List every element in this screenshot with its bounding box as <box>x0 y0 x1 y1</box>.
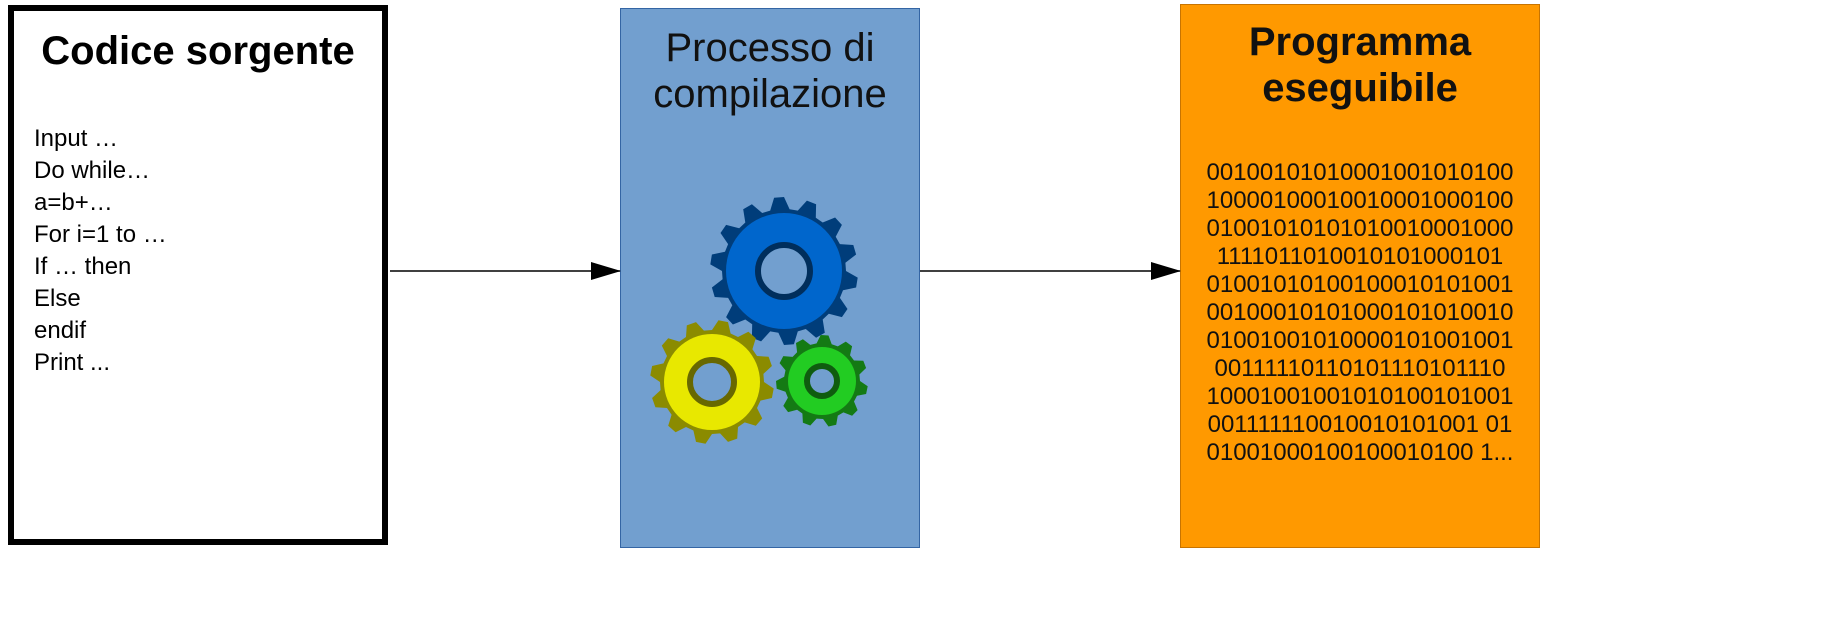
binary-line: 001111110010010101001 01 <box>1207 411 1513 438</box>
code-line: Input … <box>34 125 119 152</box>
blue-gear-icon <box>710 197 858 345</box>
source-code-listing: Input … Do while… a=b+… For i=1 to … If … <box>34 123 167 379</box>
binary-line: 01001010100100010101001 <box>1206 271 1514 298</box>
code-line: For i=1 to … <box>34 221 167 248</box>
yellow-gear-icon <box>650 320 774 444</box>
source-code-box: Codice sorgente Input … Do while… a=b+… … <box>8 5 388 545</box>
code-line: Else <box>34 285 81 312</box>
binary-code-listing: 00100101010001001010100 1000010001001000… <box>1181 159 1539 467</box>
executable-program-box: Programma eseguibile 0010010101000100101… <box>1180 4 1540 548</box>
gear-hole <box>755 242 813 300</box>
binary-line: 01001010101010010001000 <box>1206 215 1514 242</box>
green-gear-icon <box>776 335 868 427</box>
binary-line: 1111011010010101000101 <box>1216 243 1504 270</box>
compilation-process-title: Processo di compilazione <box>621 25 919 117</box>
code-line: Do while… <box>34 157 151 184</box>
code-line: Print ... <box>34 349 111 376</box>
gear-hole <box>804 363 840 399</box>
binary-line: 10001001001010100101001 <box>1206 383 1514 410</box>
gear-hole <box>687 357 737 407</box>
exec-title-line: eseguibile <box>1262 66 1458 110</box>
binary-line: 10000100010010001000100 <box>1206 187 1514 214</box>
binary-line: 00111110110101110101110 <box>1214 355 1506 382</box>
process-title-line: compilazione <box>653 72 887 116</box>
code-line: a=b+… <box>34 189 113 216</box>
source-code-title: Codice sorgente <box>41 29 355 73</box>
process-title-line: Processo di <box>665 26 875 70</box>
executable-program-title: Programma eseguibile <box>1181 19 1539 111</box>
code-line: If … then <box>34 253 132 280</box>
binary-line: 01001000100100010100 1... <box>1206 439 1514 466</box>
code-line: endif <box>34 317 87 344</box>
binary-line: 01001001010000101001001 <box>1206 327 1514 354</box>
binary-line: 00100010101000101010010 <box>1206 299 1514 326</box>
exec-title-line: Programma <box>1248 20 1472 64</box>
binary-line: 00100101010001001010100 <box>1206 159 1514 186</box>
